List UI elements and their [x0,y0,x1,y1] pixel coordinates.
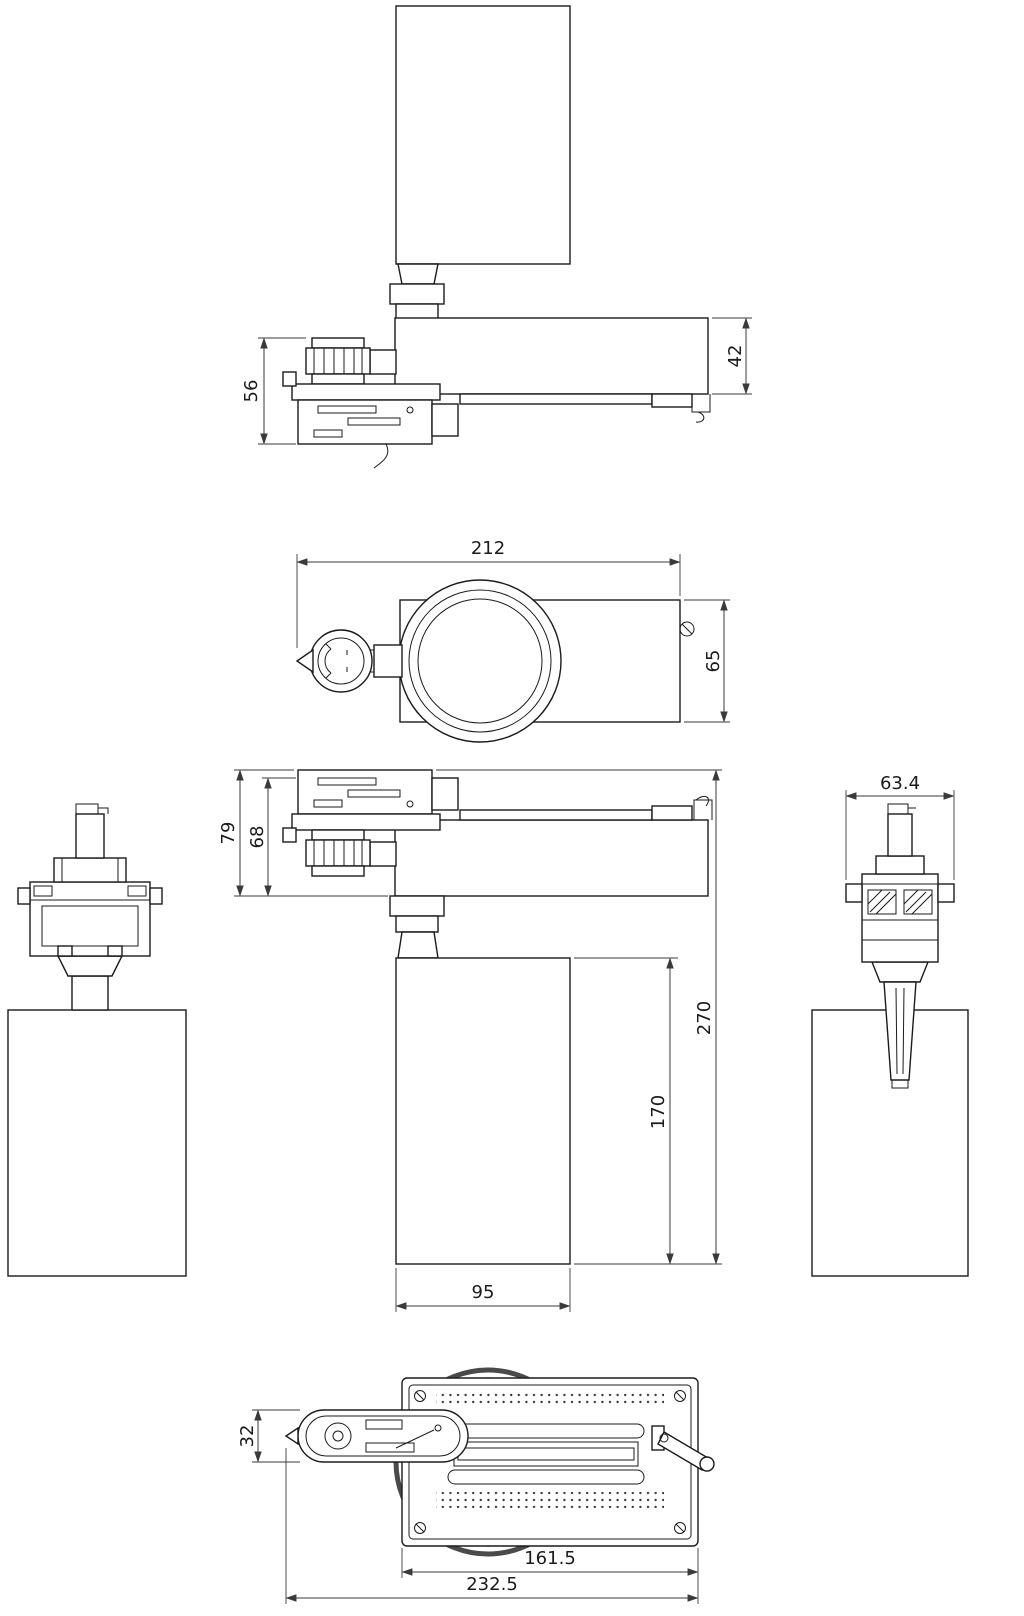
vent-holes-top [436,1390,664,1406]
dimension-label: 161.5 [524,1548,576,1569]
lamp-head-left [7,1009,187,1277]
side-tab [17,887,31,905]
adapter-plate-front [291,813,441,831]
lens-ring-inner [417,598,543,724]
neck [397,263,439,285]
knob-hatch [313,348,363,374]
track-adapter-left [29,881,151,957]
dimension-56: 56 [241,337,306,445]
dimension-label: 68 [247,826,268,849]
dimension-label: 170 [648,1095,669,1129]
lamp-head-front [395,957,571,1265]
vent-holes-bottom [436,1492,664,1508]
dimension-label: 270 [694,1001,715,1035]
dimension-label: 95 [472,1282,495,1303]
dimension-232-5: 232.5 [285,1448,699,1604]
dimension-161-5: 161.5 [401,1548,699,1604]
latch [282,827,297,843]
dimension-79: 79 [218,769,388,897]
dimension-label: 42 [725,345,746,368]
lock-knob-side [305,347,371,375]
dimension-270: 270 [436,769,722,1265]
wire [373,443,389,469]
dimension-label: 32 [237,1425,258,1448]
knob-hatch [313,840,363,866]
view-top: 212 65 [295,538,730,743]
view-bottom: 32 161.5 232.5 [237,1367,715,1604]
track-adapter-right [861,873,939,963]
driver-body-side [394,317,709,395]
view-front-center: 79 68 270 170 95 [218,769,722,1312]
corner-screws [414,1390,686,1534]
track-adapter-bottom [297,1409,469,1463]
dimension-65: 65 [684,599,730,723]
dimension-32: 32 [237,1409,300,1463]
lamp-head-side [395,5,571,265]
dimension-63-4: 63.4 [845,773,955,880]
neck [870,961,930,983]
dimension-label: 79 [218,822,239,845]
side-tab [845,883,863,903]
neck [397,931,439,959]
knob-markings [324,643,348,679]
lens-ring-mid [408,589,552,733]
dimension-label: 65 [703,650,724,673]
clip-hook [695,795,710,807]
knob-tip [295,648,314,674]
dimension-label: 232.5 [466,1574,518,1595]
hatch-right [903,889,933,915]
side-tab [937,883,955,903]
view-front-left [7,803,187,1277]
dimension-170: 170 [574,957,678,1265]
dimension-label: 212 [471,538,505,559]
side-tab [149,887,163,905]
dimension-42: 42 [712,317,752,395]
dimension-68: 68 [247,777,296,897]
view-side-upper: 56 42 [241,5,752,469]
lock-knob-front [305,839,371,867]
lens-ring-outer [398,579,562,743]
hatch-left [867,889,897,915]
dimension-label: 56 [241,380,262,403]
stem [883,981,917,1081]
view-front-right: 63.4 [811,773,969,1277]
slot-lower [447,1469,645,1485]
dimension-label: 63.4 [880,773,920,794]
adapter-plate-side [291,383,441,401]
dimension-95: 95 [395,1268,571,1312]
adapter-tip [284,1426,299,1446]
latch [282,371,297,387]
contact-pin [887,813,913,857]
dimension-212: 212 [296,538,681,648]
neck [56,955,124,977]
clip-hook [695,411,705,423]
screw [679,621,695,637]
contact-pin [75,813,105,859]
driver-body-front [394,819,709,897]
selector-lever [395,1429,435,1449]
adjust-knob-top [309,629,373,693]
